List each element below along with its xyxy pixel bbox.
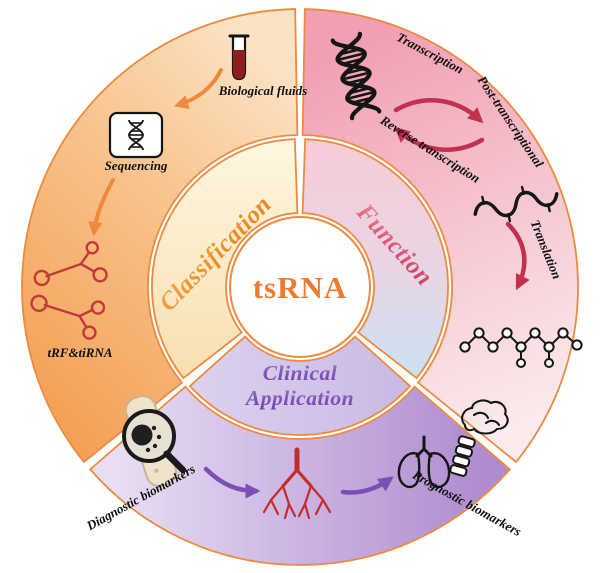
test-tube-icon [228, 34, 250, 81]
protein-chain-icon [459, 327, 583, 368]
mrna-wave-icon [473, 185, 559, 223]
clinical-section-label-line1: Clinical [263, 361, 337, 385]
biological-fluids-label: Biological fluids [218, 83, 307, 98]
spine-icon [449, 435, 476, 477]
arrow-diagnostic-to-tree [203, 466, 261, 499]
function-sector [301, 8, 579, 464]
clinical-section-label-line2: Application [244, 386, 354, 410]
brain-icon [461, 399, 509, 435]
trna-fragment-icon [30, 294, 106, 340]
sequencer-icon [108, 111, 164, 159]
arrow-transcription-cycle-reverse [394, 126, 485, 152]
sequencing-label: Sequencing [105, 158, 168, 173]
arrow-translation [505, 221, 530, 291]
dna-helix-icon [330, 31, 382, 121]
trf-tirna-label: tRF&tiRNA [47, 345, 112, 360]
bronchial-tree-icon [262, 447, 332, 520]
arrow-tube-to-sequencer [173, 68, 223, 109]
center-circle [229, 216, 371, 358]
center-title: tsRNA [253, 270, 348, 305]
arrow-sequencer-to-trf [88, 178, 115, 237]
lungs-icon [397, 435, 451, 489]
clinical-inner-ring [188, 335, 412, 436]
function-inner-ring [301, 138, 449, 380]
arrow-tree-to-organs [340, 476, 394, 495]
trna-fragment-icon [33, 241, 108, 287]
magnifier-tissue-icon [122, 394, 187, 488]
classification-sector [21, 8, 299, 464]
arrow-transcription-cycle-forward [393, 98, 484, 124]
classification-inner-ring [151, 138, 299, 380]
